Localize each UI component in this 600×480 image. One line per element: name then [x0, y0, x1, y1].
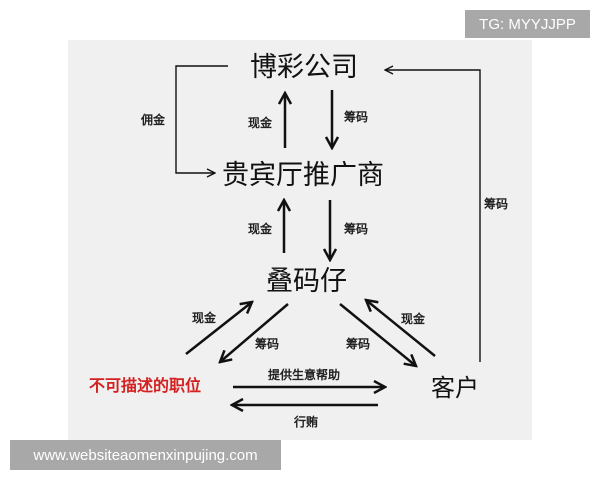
label-cash-right: 现金 — [401, 312, 426, 326]
node-customer: 客户 — [431, 374, 479, 402]
chips-return-arrow — [385, 70, 481, 362]
label-business-help: 提供生意帮助 — [268, 368, 341, 382]
node-junket: 叠码仔 — [266, 266, 347, 297]
label-chips-casino: 筹码 — [344, 110, 369, 124]
label-chips-far-right: 筹码 — [484, 197, 509, 211]
label-cash-left: 现金 — [192, 311, 217, 325]
label-cash-casino: 现金 — [248, 116, 273, 130]
label-chips-promoter: 筹码 — [344, 222, 369, 236]
label-commission: 佣金 — [141, 113, 166, 127]
commission-arrow — [175, 65, 228, 173]
label-cash-promoter: 现金 — [248, 222, 273, 236]
label-chips-right: 筹码 — [346, 337, 371, 351]
watermark-top: TG: MYYJJPP — [465, 10, 590, 38]
label-bribe: 行贿 — [294, 415, 319, 429]
node-casino: 博彩公司 — [250, 52, 358, 83]
node-vip-promoter: 贵宾厅推广商 — [222, 160, 384, 191]
node-unspeakable-position: 不可描述的职位 — [89, 376, 202, 395]
label-chips-left: 筹码 — [255, 337, 280, 351]
diagram-panel — [68, 40, 532, 440]
watermark-bottom: www.websiteaomenxinpujing.com — [10, 440, 281, 470]
